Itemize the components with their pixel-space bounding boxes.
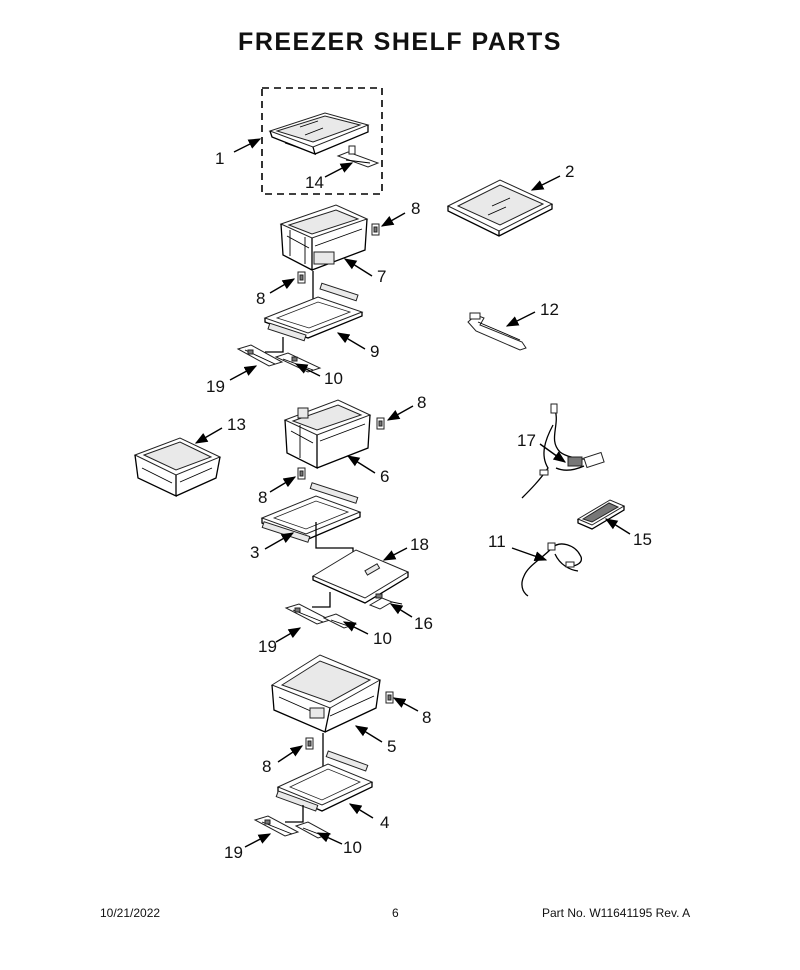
- footer-page-number: 6: [392, 906, 399, 920]
- bin-clip-8: [297, 467, 306, 480]
- led-light-15: [576, 499, 626, 530]
- bin-clip-8: [305, 737, 314, 750]
- footer-part-number: Part No. W11641195 Rev. A: [542, 906, 691, 920]
- callout-17: 17: [517, 431, 536, 450]
- callout-6: 6: [380, 467, 389, 486]
- shelf-bracket-14: [336, 145, 380, 168]
- slide-rail-19: [253, 815, 300, 837]
- bin-clip-8: [297, 271, 306, 284]
- callout-10: 10: [324, 369, 343, 388]
- wire-harness-17: [521, 403, 605, 499]
- callout-4: 4: [380, 813, 389, 832]
- callout-8: 8: [417, 393, 426, 412]
- callout-arrows: [194, 138, 631, 848]
- page-title: FREEZER SHELF PARTS: [238, 28, 562, 56]
- slide-rail-19: [236, 344, 284, 367]
- bin-clip-8: [376, 417, 385, 430]
- callout-11: 11: [488, 532, 506, 551]
- callout-7: 7: [377, 267, 386, 286]
- freezer-bin-7: [279, 204, 369, 272]
- callout-19: 19: [258, 637, 277, 656]
- footer-date: 10/21/2022: [100, 906, 161, 920]
- callout-19: 19: [224, 843, 243, 862]
- callout-18: 18: [410, 535, 429, 554]
- thermistor-16: [368, 593, 403, 610]
- callout-3: 3: [250, 543, 259, 562]
- freezer-bin-6: [283, 399, 372, 470]
- callout-9: 9: [370, 342, 379, 361]
- wire-harness-11: [521, 542, 582, 597]
- slide-rail-10: [274, 352, 322, 373]
- callout-16: 16: [414, 614, 433, 633]
- callout-8: 8: [258, 488, 267, 507]
- divider-bracket-12: [467, 312, 527, 351]
- bin-clip-8: [385, 691, 394, 704]
- bin-clip-8: [371, 223, 380, 236]
- callout-19: 19: [206, 377, 225, 396]
- callout-8: 8: [262, 757, 271, 776]
- small-bin-13: [133, 437, 222, 498]
- leader-line: [285, 805, 304, 823]
- callout-12: 12: [540, 300, 559, 319]
- slide-frame-9: [263, 282, 364, 342]
- leader-line: [265, 337, 284, 353]
- callout-8: 8: [411, 199, 420, 218]
- callout-2: 2: [565, 162, 574, 181]
- callout-10: 10: [373, 629, 392, 648]
- callout-8: 8: [422, 708, 431, 727]
- cover-plate-18: [311, 549, 410, 604]
- callout-15: 15: [633, 530, 652, 549]
- callout-1: 1: [215, 149, 224, 168]
- leader-line: [312, 592, 331, 608]
- callout-13: 13: [227, 415, 246, 434]
- callout-8: 8: [256, 289, 265, 308]
- callout-14: 14: [305, 173, 324, 192]
- callout-10: 10: [343, 838, 362, 857]
- slide-frame-4: [275, 750, 374, 812]
- callout-5: 5: [387, 737, 396, 756]
- slide-frame-3: [260, 482, 362, 543]
- glass-shelf-2: [446, 179, 554, 237]
- shelf-assembly-1: [261, 87, 383, 195]
- freezer-bin-5: [270, 654, 382, 733]
- callout-labels: 1 14 2 8 7 8 9 19 10 12 13 8 6 8 3 18 16…: [206, 149, 652, 862]
